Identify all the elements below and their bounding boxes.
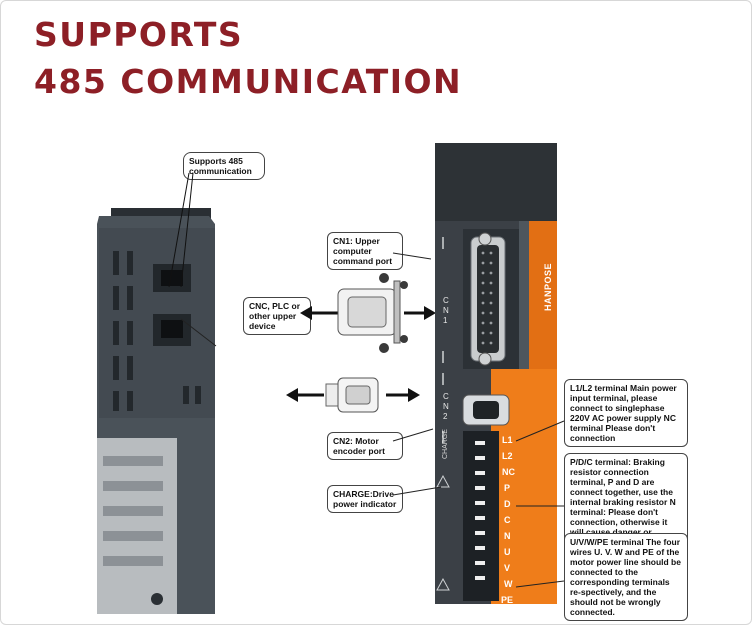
terminal-label-nc: NC (502, 467, 515, 477)
callout-cn1-text: CN1: Upper computer command port (333, 236, 393, 266)
terminal-label-d: D (504, 499, 511, 509)
callout-l1l2: L1/L2 terminal Main power input terminal… (564, 379, 688, 447)
terminal-label-l1: L1 (502, 435, 513, 445)
callout-cn2-text: CN2: Motor encoder port (333, 436, 385, 456)
terminal-label-l2: L2 (502, 451, 513, 461)
terminal-label-u: U (504, 547, 511, 557)
callout-cnc: CNC, PLC or other upper device (243, 297, 311, 335)
callout-rs485-text: Supports 485 communication (189, 156, 252, 176)
rs485-leader-lines (168, 172, 194, 288)
callout-cn2: CN2: Motor encoder port (327, 432, 403, 460)
terminal-label-w: W (504, 579, 513, 589)
callout-charge: CHARGE:Drive power indicator (327, 485, 403, 513)
callout-cn1: CN1: Upper computer command port (327, 232, 403, 270)
callout-rs485: Supports 485 communication (183, 152, 265, 180)
callout-cnc-text: CNC, PLC or other upper device (249, 301, 300, 331)
callout-uvw: U/V/W/PE terminal The four wires U. V. W… (564, 533, 688, 621)
side-view-drive (97, 208, 215, 614)
callout-l1l2-text: L1/L2 terminal Main power input terminal… (570, 383, 677, 443)
terminal-label-c: C (504, 515, 511, 525)
terminal-label-p: P (504, 483, 511, 493)
terminal-label-v: V (504, 563, 511, 573)
connector-illustrations (286, 273, 436, 413)
callout-charge-text: CHARGE:Drive power indicator (333, 489, 397, 509)
front-view-drive (435, 143, 557, 604)
callout-uvw-text: U/V/W/PE terminal The four wires U. V. W… (570, 537, 681, 617)
front-label-cn2: CN2 (443, 392, 449, 421)
headline-line-1: SUPPORTS (34, 15, 244, 54)
front-label-cn1: CN1 (443, 296, 449, 325)
headline-line-2: 485 COMMUNICATION (34, 62, 463, 101)
terminal-label-pe: PE (501, 595, 514, 605)
terminal-label-n: N (504, 531, 511, 541)
